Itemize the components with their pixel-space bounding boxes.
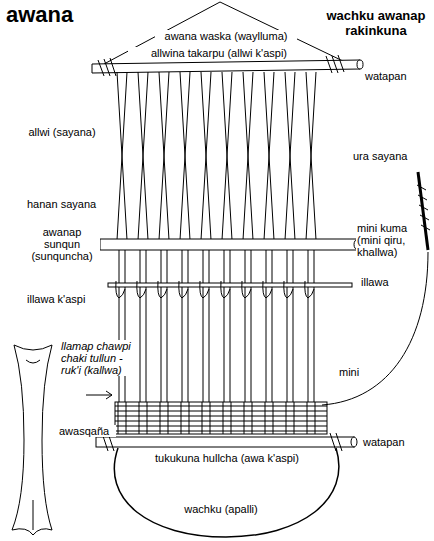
cloth-warp (202, 402, 210, 434)
warp-thread (209, 250, 210, 402)
warp-thread (125, 250, 126, 402)
heddle-loops (116, 281, 314, 298)
cloth-warp (265, 402, 273, 434)
warp-thread (182, 250, 183, 402)
warp-thread (272, 250, 273, 402)
warp-thread (159, 72, 169, 240)
pointer-arrow (86, 391, 112, 399)
warp-thread (167, 250, 168, 402)
warp-thread (224, 250, 225, 402)
warp-thread (308, 250, 309, 402)
heddle-loop (116, 281, 125, 298)
warp-thread (266, 250, 267, 402)
warp-thread (285, 72, 295, 240)
part-label: mini (338, 366, 370, 378)
part-label: illawa (360, 276, 412, 288)
part-label: tukukuna hullcha (awa k'aspi) (136, 452, 318, 464)
warp-thread (159, 72, 169, 240)
bottom-bar-end (351, 437, 357, 447)
warp-thread (188, 250, 189, 402)
cloth-warp (160, 402, 168, 434)
warp-thread (203, 250, 204, 402)
cloth-warp (181, 402, 189, 434)
warp-thread (117, 72, 127, 240)
heddle-rod (108, 283, 352, 287)
part-label: awana waska (waylluma) (155, 30, 297, 42)
warp-thread (222, 72, 232, 240)
shed-rod (100, 239, 358, 250)
cloth-outline (115, 402, 327, 434)
warp-thread (180, 72, 190, 240)
warp-thread (306, 72, 316, 240)
bottom-bar (96, 437, 354, 447)
heddle-loop (200, 281, 209, 298)
title: awana (6, 2, 73, 28)
part-label: illawa k'aspi (26, 293, 108, 305)
heddle-loop (305, 281, 314, 298)
heddle-loop (263, 281, 272, 298)
warp-thread (287, 250, 288, 402)
warp-threads (117, 72, 316, 402)
heddle-loop (158, 281, 167, 298)
bone-tool (12, 345, 52, 535)
warp-thread (138, 72, 148, 240)
heading: wachku awanap rakinkuna (322, 8, 430, 38)
bone-detail (26, 360, 40, 530)
backstrap (114, 448, 339, 537)
weft-yarn (322, 252, 428, 405)
warp-thread (180, 72, 190, 240)
part-label: mini kuma (mini qiru, khallwa) (356, 222, 416, 258)
part-label: hanan sayana (26, 198, 100, 210)
lashing (102, 433, 342, 451)
top-bar (92, 60, 360, 73)
cloth-warp (307, 402, 315, 434)
warp-thread (243, 72, 253, 240)
warp-thread (201, 72, 211, 240)
heddle-loop (137, 281, 146, 298)
warp-thread (119, 250, 120, 402)
heddle-loop (179, 281, 188, 298)
part-label: watapan (364, 70, 426, 82)
part-label: awanap sunqun (sunquncha) (24, 226, 100, 262)
heddle-loop (242, 281, 251, 298)
hanging-rope (104, 2, 345, 64)
heddle-loop (284, 281, 293, 298)
cloth-warp (244, 402, 252, 434)
warp-thread (245, 250, 246, 402)
part-label: allwi (sayana) (26, 126, 98, 138)
bobbin-stick (418, 172, 428, 250)
part-label: allwina takarpu (allwi k'aspi) (128, 47, 310, 59)
warp-thread (222, 72, 232, 240)
cloth-warp (118, 402, 126, 434)
warp-thread (314, 250, 315, 402)
warp-thread (264, 72, 274, 240)
part-label: wachku (apalli) (160, 503, 282, 515)
bobbin-yarn (417, 185, 430, 230)
heddle-loop (221, 281, 230, 298)
warp-thread (251, 250, 252, 402)
part-label: ura sayana (352, 150, 424, 162)
warp-thread (117, 72, 127, 240)
top-bar-end (357, 60, 363, 69)
cloth-warp (139, 402, 147, 434)
part-label: watapan (362, 436, 424, 448)
part-label: llamap chawpi chaki tullun - ruk'i (kall… (60, 340, 136, 376)
warp-thread (146, 250, 147, 402)
warp-thread (243, 72, 253, 240)
warp-thread (140, 250, 141, 402)
cloth-warp (286, 402, 294, 434)
warp-thread (264, 72, 274, 240)
cloth-warp (223, 402, 231, 434)
warp-thread (201, 72, 211, 240)
part-label: awasqaña (58, 425, 116, 437)
warp-thread (293, 250, 294, 402)
warp-thread (230, 250, 231, 402)
woven-cloth (115, 402, 327, 434)
warp-thread (161, 250, 162, 402)
warp-thread (306, 72, 316, 240)
warp-thread (285, 72, 295, 240)
warp-thread (138, 72, 148, 240)
